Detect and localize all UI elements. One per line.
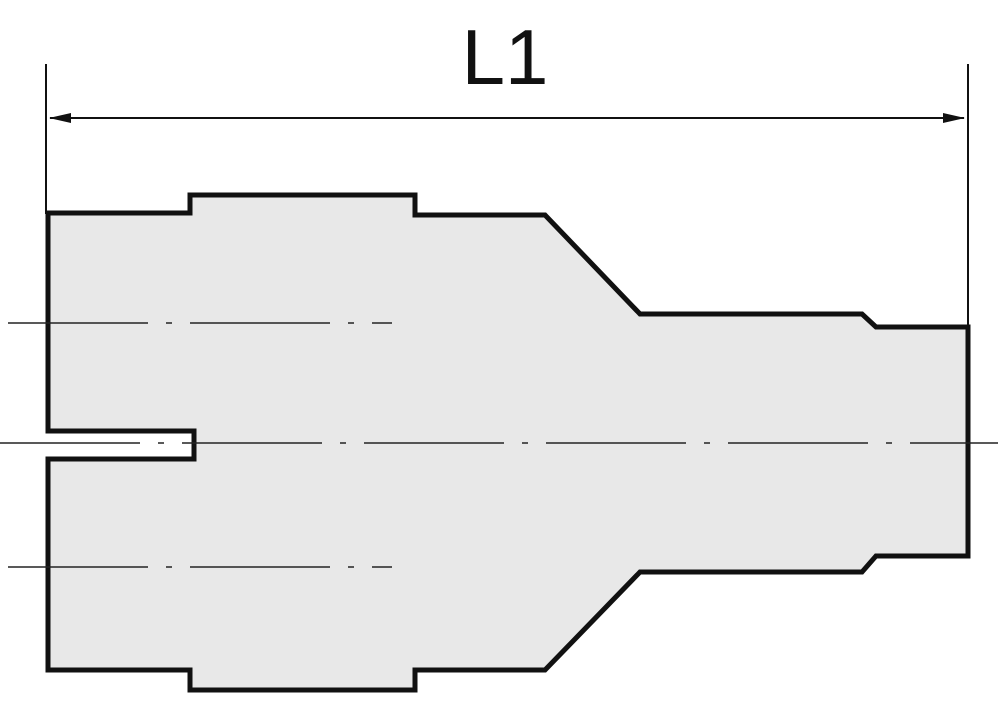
slot: [50, 434, 191, 456]
dimension-label-l1: L1: [462, 13, 549, 101]
